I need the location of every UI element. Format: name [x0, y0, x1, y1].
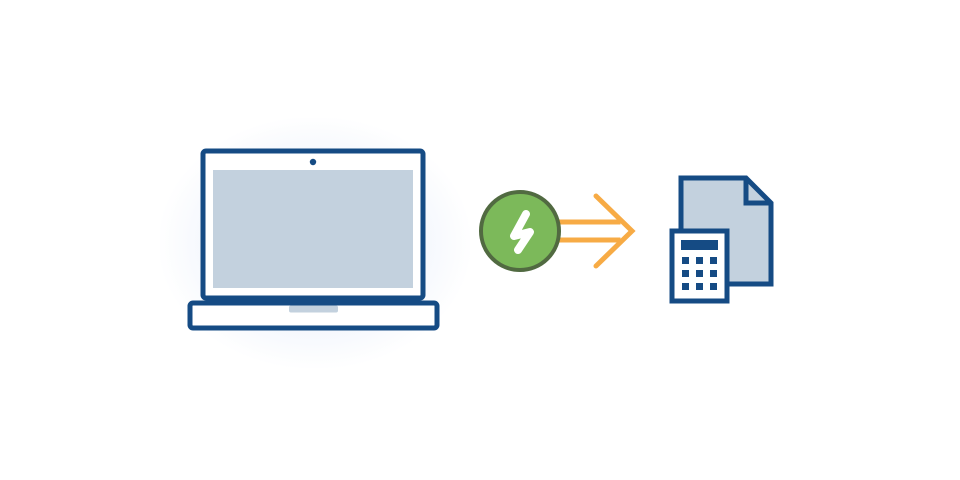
calculator-display [681, 240, 718, 250]
document-calculator-icon [669, 175, 774, 304]
laptop-screen [213, 170, 413, 288]
laptop-trackpad-notch [289, 305, 338, 313]
document-fold [743, 178, 771, 206]
laptop-icon [187, 148, 440, 331]
arrow-head [593, 193, 636, 269]
calculator-keys [682, 257, 717, 290]
laptop-base [187, 300, 440, 331]
laptop-camera [309, 158, 317, 166]
bolt-shape [510, 210, 534, 254]
lightning-bolt-icon [479, 190, 561, 272]
